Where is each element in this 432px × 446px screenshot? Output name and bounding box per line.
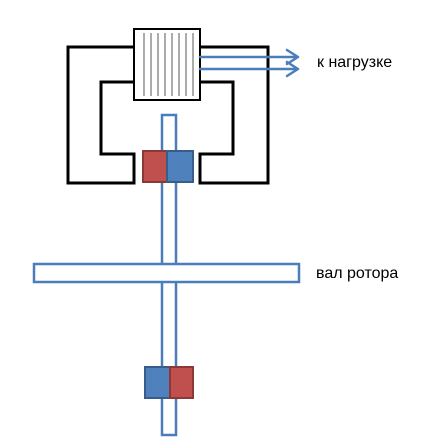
- upper-magnet: [142, 150, 194, 183]
- output-leads: [198, 48, 300, 78]
- upper-magnet-north: [142, 150, 168, 183]
- lower-magnet: [144, 366, 194, 399]
- coil-winding: [133, 28, 201, 101]
- lower-magnet-north: [169, 366, 194, 399]
- load-label: к нагрузке: [317, 54, 393, 71]
- rotor-shaft-label: вал ротора: [316, 265, 399, 282]
- upper-magnet-south: [166, 150, 194, 183]
- stator-core: [66, 45, 270, 185]
- lower-magnet-south: [144, 366, 171, 399]
- rotor-shaft-horizontal: [32, 262, 301, 284]
